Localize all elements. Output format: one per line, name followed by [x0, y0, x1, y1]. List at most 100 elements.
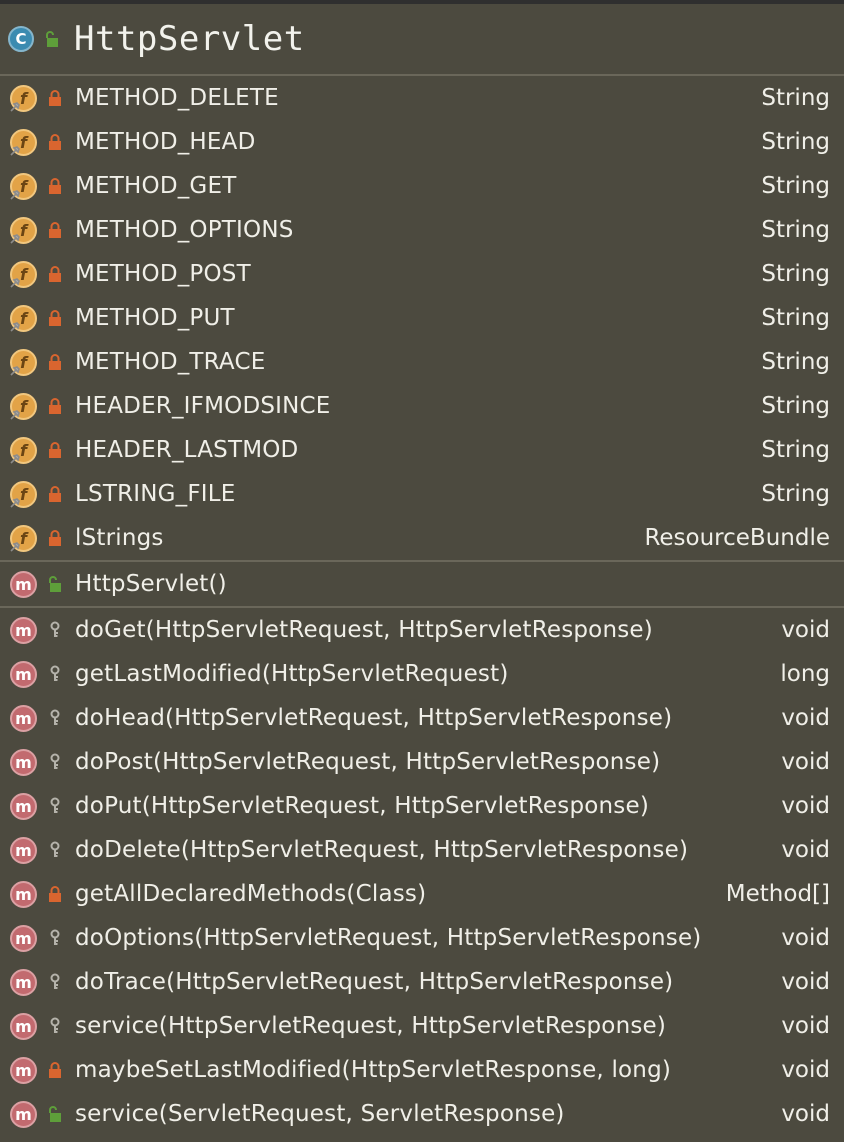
member-name: lStrings — [75, 525, 164, 551]
member-name: METHOD_DELETE — [75, 85, 279, 111]
member-name: service(HttpServletRequest, HttpServletR… — [75, 1013, 667, 1039]
public-unlock-icon — [47, 575, 63, 593]
protected-key-icon — [47, 665, 63, 683]
constructor-row[interactable]: m HttpServlet() — [0, 562, 844, 606]
method-icon: m — [10, 880, 37, 908]
protected-key-icon — [47, 709, 63, 727]
method-row[interactable]: m doPost(HttpServletRequest, HttpServletR… — [0, 740, 844, 784]
method-icon: m — [10, 704, 37, 732]
member-name: doPut(HttpServletRequest, HttpServletRes… — [75, 793, 650, 819]
method-icon: m — [10, 1056, 37, 1084]
method-icon: m — [10, 968, 37, 996]
protected-key-icon — [47, 929, 63, 947]
method-icon: m — [10, 660, 37, 688]
class-header[interactable]: C HttpServlet — [0, 4, 844, 76]
private-lock-icon — [47, 309, 63, 327]
member-type: void — [781, 617, 830, 643]
method-icon: m — [10, 748, 37, 776]
member-type: void — [781, 1013, 830, 1039]
private-lock-icon — [47, 265, 63, 283]
method-icon: m — [10, 924, 37, 952]
member-type: String — [761, 481, 830, 507]
member-type: void — [781, 837, 830, 863]
member-name: doPost(HttpServletRequest, HttpServletRe… — [75, 749, 661, 775]
private-lock-icon — [47, 1061, 63, 1079]
member-type: String — [761, 349, 830, 375]
field-icon: f — [10, 392, 37, 420]
member-type: String — [761, 305, 830, 331]
private-lock-icon — [47, 885, 63, 903]
protected-key-icon — [47, 973, 63, 991]
member-name: METHOD_HEAD — [75, 129, 256, 155]
member-type: ResourceBundle — [644, 525, 830, 551]
method-icon: m — [10, 836, 37, 864]
member-type: void — [781, 969, 830, 995]
field-row[interactable]: f METHOD_TRACE String — [0, 340, 844, 384]
private-lock-icon — [47, 441, 63, 459]
member-name: METHOD_TRACE — [75, 349, 266, 375]
member-type: String — [761, 261, 830, 287]
member-type: String — [761, 437, 830, 463]
method-icon: m — [10, 570, 37, 598]
member-name: METHOD_OPTIONS — [75, 217, 294, 243]
member-name: getLastModified(HttpServletRequest) — [75, 661, 509, 687]
member-type: String — [761, 393, 830, 419]
method-row[interactable]: m getLastModified(HttpServletRequest) long — [0, 652, 844, 696]
member-type: String — [761, 85, 830, 111]
field-row[interactable]: f METHOD_DELETE String — [0, 76, 844, 120]
member-type: void — [781, 925, 830, 951]
field-icon: f — [10, 348, 37, 376]
private-lock-icon — [47, 529, 63, 547]
member-type: void — [781, 749, 830, 775]
method-row[interactable]: m doTrace(HttpServletRequest, HttpServlet… — [0, 960, 844, 1004]
method-icon: m — [10, 616, 37, 644]
member-type: void — [781, 793, 830, 819]
private-lock-icon — [47, 133, 63, 151]
field-row[interactable]: f lStrings ResourceBundle — [0, 516, 844, 560]
field-icon: f — [10, 524, 37, 552]
method-row[interactable]: m doGet(HttpServletRequest, HttpServletRe… — [0, 608, 844, 652]
field-icon: f — [10, 436, 37, 464]
member-type: long — [780, 661, 830, 687]
member-name: HttpServlet() — [75, 571, 227, 597]
member-type: String — [761, 129, 830, 155]
member-name: doTrace(HttpServletRequest, HttpServletR… — [75, 969, 674, 995]
public-unlock-icon — [47, 1105, 63, 1123]
field-row[interactable]: f METHOD_PUT String — [0, 296, 844, 340]
field-icon: f — [10, 304, 37, 332]
member-name: doHead(HttpServletRequest, HttpServletRe… — [75, 705, 673, 731]
field-icon: f — [10, 128, 37, 156]
member-type: void — [781, 1057, 830, 1083]
member-name: maybeSetLastModified(HttpServletResponse… — [75, 1057, 672, 1083]
member-name: METHOD_PUT — [75, 305, 235, 331]
private-lock-icon — [47, 221, 63, 239]
class-title: HttpServlet — [74, 19, 305, 59]
field-row[interactable]: f METHOD_HEAD String — [0, 120, 844, 164]
member-type: String — [761, 217, 830, 243]
protected-key-icon — [47, 1017, 63, 1035]
protected-key-icon — [47, 797, 63, 815]
field-icon: f — [10, 84, 37, 112]
private-lock-icon — [47, 485, 63, 503]
method-row[interactable]: m doHead(HttpServletRequest, HttpServletR… — [0, 696, 844, 740]
methods-section: m doGet(HttpServletRequest, HttpServletRe… — [0, 608, 844, 1136]
method-row[interactable]: m maybeSetLastModified(HttpServletRespons… — [0, 1048, 844, 1092]
private-lock-icon — [47, 353, 63, 371]
member-name: doGet(HttpServletRequest, HttpServletRes… — [75, 617, 653, 643]
public-unlock-icon — [44, 30, 60, 48]
member-type: void — [781, 1101, 830, 1127]
